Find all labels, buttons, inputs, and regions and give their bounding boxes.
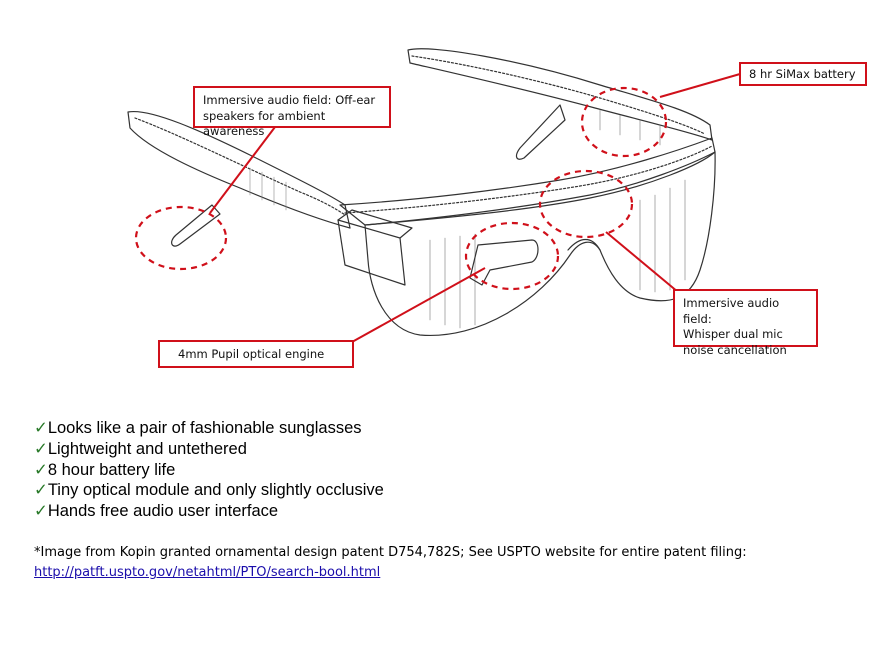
- feature-item: ✓Looks like a pair of fashionable sungla…: [34, 418, 384, 439]
- hinge-block: [337, 219, 406, 286]
- footnote-text: *Image from Kopin granted ornamental des…: [34, 545, 747, 560]
- leader-line-offear: [209, 126, 276, 214]
- optical-module: [469, 239, 539, 286]
- leader-line-battery: [659, 73, 741, 98]
- callout-optics-label: 4mm Pupil optical engine: [178, 347, 325, 361]
- leader-line-optics: [351, 267, 486, 343]
- highlight-circle-mic: [538, 169, 634, 239]
- leader-line-mic: [605, 231, 679, 293]
- callout-offear-line2: speakers for ambient awareness: [203, 108, 326, 139]
- highlight-circle-optics: [464, 221, 560, 291]
- checkmark-icon: ✓: [34, 439, 48, 458]
- lens: [364, 151, 716, 336]
- left-temple-arm: [127, 110, 351, 229]
- feature-text: Tiny optical module and only slightly oc…: [47, 481, 384, 500]
- checkmark-icon: ✓: [34, 502, 48, 521]
- front-frame: [339, 137, 716, 226]
- callout-optical-engine: 4mm Pupil optical engine: [158, 340, 354, 368]
- feature-text: 8 hour battery life: [47, 460, 176, 479]
- footnote: *Image from Kopin granted ornamental des…: [34, 543, 854, 583]
- callout-mic-line3: noise cancellation: [683, 342, 787, 357]
- left-ear-speaker: [171, 204, 221, 247]
- callout-offear-speakers: Immersive audio field: Off-ear speakers …: [193, 86, 391, 138]
- feature-text: Looks like a pair of fashionable sunglas…: [47, 419, 362, 437]
- checkmark-icon: ✓: [34, 481, 48, 500]
- feature-item: ✓Hands free audio user interface: [34, 501, 384, 522]
- uspto-link[interactable]: http://patft.uspto.gov/netahtml/PTO/sear…: [34, 565, 381, 580]
- callout-battery-label: 8 hr SiMax battery: [749, 67, 856, 81]
- feature-item: ✓Lightweight and untethered: [34, 439, 384, 460]
- highlight-circle-offear: [134, 205, 228, 271]
- feature-list: ✓Looks like a pair of fashionable sungla…: [34, 418, 384, 522]
- feature-item: ✓Tiny optical module and only slightly o…: [34, 480, 384, 501]
- feature-item: ✓8 hour battery life: [34, 460, 384, 481]
- callout-offear-line1: Immersive audio field: Off-ear: [203, 93, 376, 107]
- feature-text: Lightweight and untethered: [47, 439, 247, 458]
- callout-battery: 8 hr SiMax battery: [739, 62, 867, 86]
- callout-mic-line1: Immersive audio field:: [683, 296, 780, 326]
- right-ear-speaker: [515, 104, 566, 160]
- callout-dual-mic: Immersive audio field: Whisper dual mic …: [673, 289, 818, 357]
- highlight-circle-battery: [580, 86, 668, 158]
- callout-mic-line2: Whisper dual mic: [683, 327, 783, 342]
- checkmark-icon: ✓: [34, 460, 48, 479]
- checkmark-icon: ✓: [34, 419, 48, 437]
- feature-text: Hands free audio user interface: [47, 502, 279, 521]
